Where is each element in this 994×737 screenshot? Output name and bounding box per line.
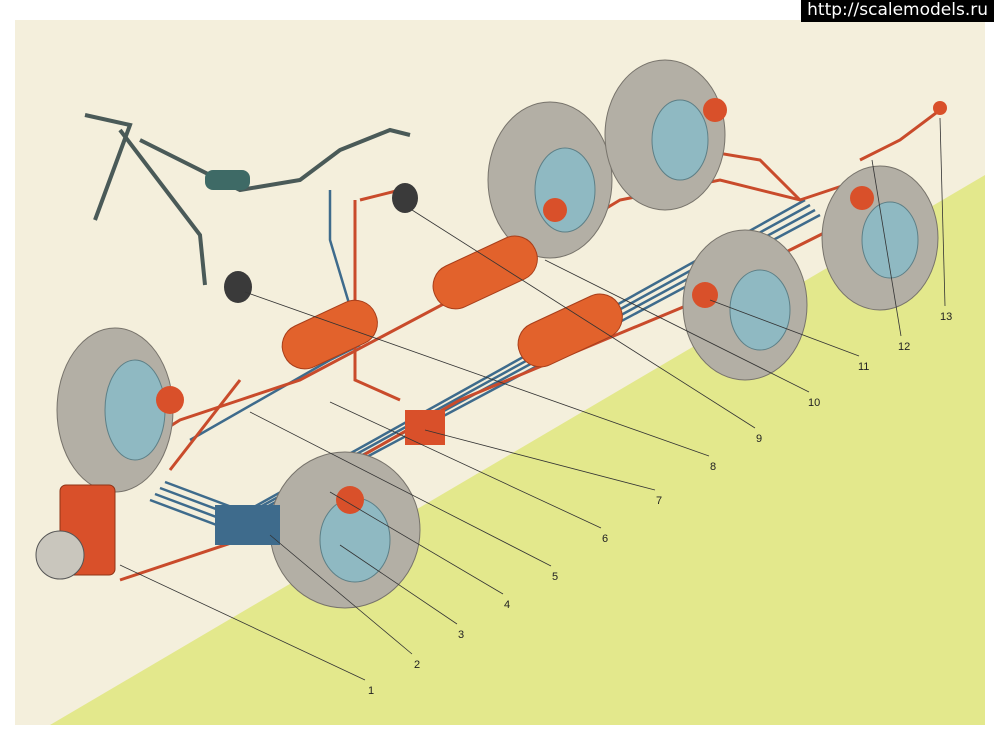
wheel-rear-1 bbox=[487, 101, 613, 259]
callout-3: 3 bbox=[458, 629, 464, 641]
wheel-front-left bbox=[56, 327, 174, 493]
callout-7: 7 bbox=[656, 495, 662, 507]
callout-5: 5 bbox=[552, 571, 558, 583]
callout-11: 11 bbox=[858, 361, 869, 373]
callout-13: 13 bbox=[940, 311, 952, 323]
watermark: http://scalemodels.ru bbox=[801, 0, 994, 22]
callout-1: 1 bbox=[368, 685, 374, 697]
callout-9: 9 bbox=[756, 433, 762, 445]
brake-valve-cylinder bbox=[205, 170, 250, 190]
callout-2: 2 bbox=[414, 659, 420, 671]
callout-4: 4 bbox=[504, 599, 510, 611]
wheel-front-right bbox=[269, 451, 421, 609]
pressure-gauge-left bbox=[224, 271, 252, 303]
callout-12: 12 bbox=[898, 341, 910, 353]
wheel-rear-4 bbox=[821, 165, 939, 311]
air-tank-1 bbox=[281, 299, 378, 370]
pressure-gauge-right bbox=[392, 183, 418, 213]
brake-chambers bbox=[156, 98, 947, 514]
wheel-rear-3 bbox=[682, 229, 808, 381]
distribution-block bbox=[215, 505, 280, 545]
air-tank-3 bbox=[517, 293, 623, 368]
callout-8: 8 bbox=[710, 461, 716, 473]
compressor-pulley bbox=[35, 530, 85, 580]
air-tank-2 bbox=[432, 235, 538, 310]
leader-lines bbox=[119, 117, 946, 681]
callout-6: 6 bbox=[602, 533, 608, 545]
wheel-rear-2 bbox=[604, 59, 726, 211]
callout-10: 10 bbox=[808, 397, 820, 409]
brake-valve bbox=[405, 410, 445, 445]
